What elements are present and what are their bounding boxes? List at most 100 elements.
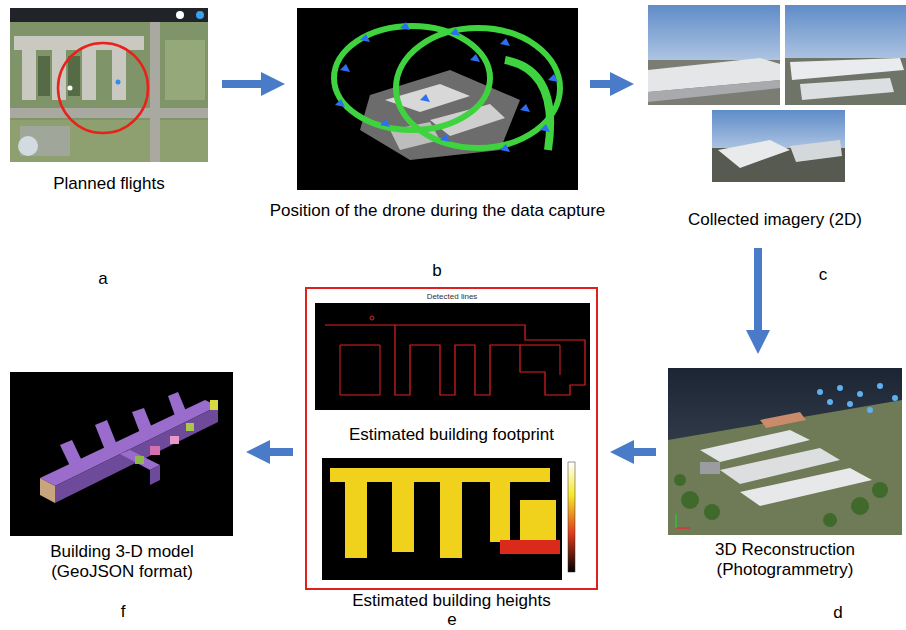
- map-screenshot: [10, 8, 208, 162]
- map-screenshot: [68, 56, 80, 96]
- map-screenshot: [10, 8, 208, 162]
- photo-2: [785, 58, 906, 105]
- footprint-plot: [370, 316, 374, 320]
- heights-plot: [330, 468, 480, 482]
- model-render: [170, 436, 179, 444]
- model-render: [132, 408, 152, 433]
- drone-path-render: [297, 8, 578, 190]
- photogrammetry-render: [827, 399, 833, 405]
- map-screenshot: [150, 8, 160, 162]
- photogrammetry-render: [674, 474, 686, 486]
- photo-3: [712, 110, 845, 182]
- photogrammetry-render: [675, 514, 677, 528]
- drone-path-render: [548, 74, 558, 82]
- photogrammetry-render: [851, 497, 869, 515]
- caption: Collected imagery (2D): [688, 210, 862, 230]
- photogrammetry-render: [674, 474, 888, 527]
- flow-arrow: [622, 448, 656, 456]
- plot-title: Detected lines: [427, 292, 478, 302]
- footprint-plot: [315, 303, 590, 410]
- photogrammetry-render: [668, 368, 902, 535]
- photogrammetry-render: [681, 491, 699, 509]
- flow-arrow: [754, 248, 762, 342]
- drone-path-render: [335, 99, 345, 107]
- drone-path-render: [450, 28, 460, 36]
- photogrammetry-render: [867, 407, 873, 413]
- photogrammetry-render: [817, 383, 898, 413]
- photo-3: [712, 110, 845, 182]
- drone-path-render: [400, 22, 410, 30]
- panel-letter: e: [447, 611, 456, 628]
- heights-plot: [440, 482, 462, 558]
- photo-2: [800, 78, 894, 100]
- photo-1: [648, 5, 780, 105]
- drone-path-render: [430, 104, 505, 136]
- photogrammetry-render: [817, 389, 823, 395]
- photo-3: [718, 140, 790, 168]
- highlight-box: Estimated building footprintEstimated bu…: [305, 287, 598, 590]
- photogrammetry-render: [668, 368, 902, 535]
- photogrammetry-render: [760, 412, 806, 428]
- heights-plot: [500, 540, 560, 554]
- map-screenshot: [18, 136, 38, 156]
- heights-plot: [490, 482, 510, 542]
- photogrammetry-render: [877, 383, 883, 389]
- photo-1: [648, 5, 780, 105]
- model-render: [95, 420, 117, 450]
- heights-plot: [345, 482, 367, 558]
- map-screenshot: [112, 50, 126, 100]
- panel-letter: b: [432, 262, 441, 279]
- caption: Estimated building heights: [352, 591, 550, 611]
- panel-letter: a: [98, 270, 107, 287]
- photogrammetry-render: [740, 468, 872, 506]
- map-screenshot: [68, 86, 73, 91]
- drone-path-render: [420, 94, 430, 102]
- heights-plot: [322, 458, 562, 580]
- caption: Building 3-D model (GeoJSON format): [17, 542, 227, 582]
- photogrammetry-render: [823, 513, 837, 527]
- photogrammetry-render: [704, 504, 720, 520]
- heights-plot: [315, 455, 590, 585]
- model-render: [186, 423, 194, 431]
- flow-arrow: [590, 80, 622, 88]
- heights-plot: [568, 462, 575, 572]
- drone-path-render: [520, 104, 530, 112]
- drone-path-render: [297, 8, 578, 190]
- panel-letter: d: [833, 604, 842, 621]
- model-render: [10, 372, 233, 536]
- photo-2: [790, 58, 904, 80]
- map-screenshot: [22, 50, 36, 100]
- footprint-plot: [315, 303, 590, 410]
- panel-letter: c: [819, 266, 828, 283]
- pipeline-panel: Collected imagery (2D): [646, 4, 904, 236]
- pipeline-panel: Position of the drone during the data ca…: [297, 6, 578, 226]
- drone-path-render: [396, 28, 560, 148]
- map-screenshot: [165, 40, 205, 100]
- photogrammetry-render: [847, 401, 853, 407]
- panel-letter: f: [121, 603, 126, 620]
- map-screenshot: [10, 108, 208, 118]
- drone-path-render: [334, 26, 490, 130]
- model-render: [150, 446, 160, 455]
- photogrammetry-render: [857, 391, 863, 397]
- flow-arrow: [222, 80, 273, 88]
- drone-path-render: [500, 38, 510, 46]
- map-screenshot: [196, 11, 204, 19]
- model-render: [40, 400, 218, 486]
- photo-1: [648, 80, 780, 102]
- photogrammetry-render: [837, 385, 843, 391]
- photo-2: [785, 5, 906, 105]
- map-screenshot: [176, 11, 184, 19]
- photo-2: [785, 5, 906, 105]
- heights-plot: [392, 482, 414, 552]
- drone-path-render: [500, 144, 510, 152]
- caption: 3D Reconstruction (Photogrammetry): [675, 540, 895, 580]
- drone-path-render: [505, 60, 550, 150]
- drone-path-render: [470, 54, 480, 62]
- model-render: [168, 392, 186, 416]
- map-screenshot: [10, 8, 208, 22]
